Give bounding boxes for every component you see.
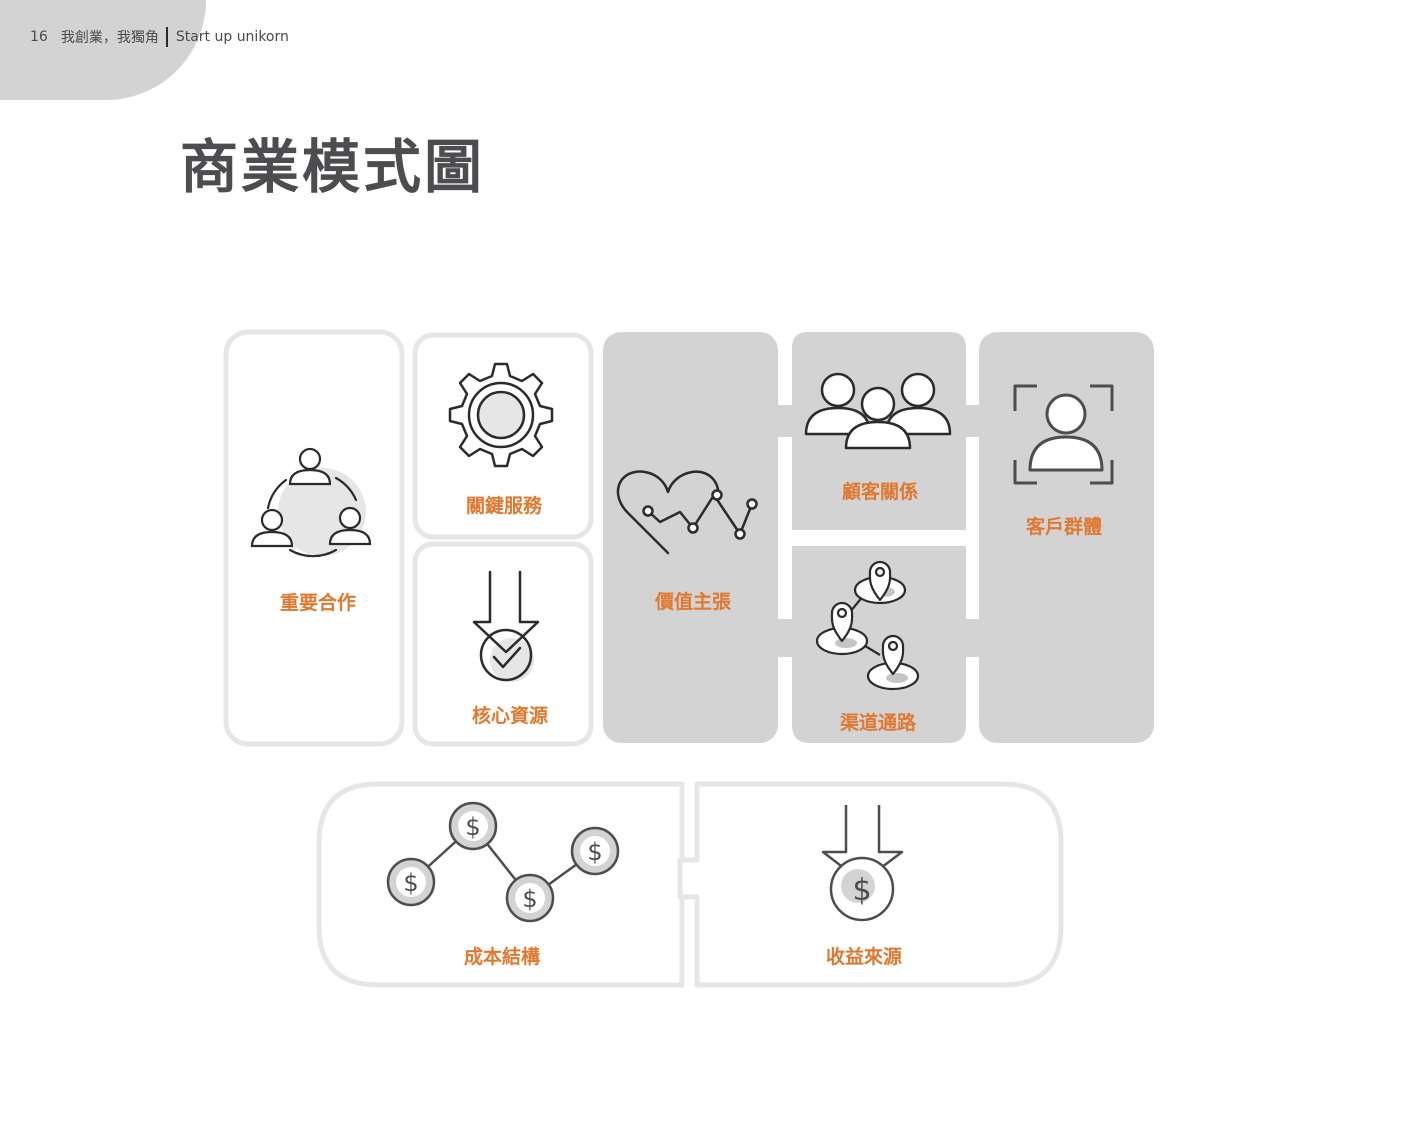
heart-pulse-icon [616, 470, 758, 555]
running-header: 16 我創業，我獨角 Start up unikorn [30, 27, 289, 47]
svg-text:$: $ [403, 869, 418, 897]
book-title: 我創業，我獨角 [60, 30, 159, 46]
cost-dollar-network-icon: $ $ $ $ [386, 801, 620, 923]
header-divider [165, 27, 168, 47]
svg-text:$: $ [852, 873, 871, 908]
partners-network-icon [250, 447, 372, 558]
cost-structure-label: 成本結構 [463, 946, 541, 968]
svg-text:$: $ [522, 885, 537, 913]
channels-label: 渠道通路 [839, 712, 917, 734]
customer-segments-label: 客戶群體 [1025, 516, 1103, 538]
svg-text:$: $ [587, 838, 602, 866]
customer-group-icon [804, 372, 952, 450]
svg-text:$: $ [465, 813, 480, 841]
key-activities-label: 關鍵服務 [465, 495, 543, 517]
resource-check-icon [472, 570, 540, 682]
key-partners-label: 重要合作 [279, 592, 357, 614]
revenue-dollar-icon: $ [821, 805, 904, 922]
page-title: 商業模式圖 [180, 133, 486, 201]
location-pins-icon [815, 560, 920, 691]
customer-segments-cell [979, 332, 1154, 743]
channels-cell [792, 546, 966, 743]
revenue-streams-label: 收益來源 [825, 946, 903, 968]
value-propositions-label: 價值主張 [654, 591, 732, 613]
customer-relationships-label: 顧客關係 [841, 481, 919, 503]
book-subtitle: Start up unikorn [175, 29, 289, 45]
key-resources-label: 核心資源 [471, 705, 549, 727]
value-propositions-cell [603, 332, 778, 743]
page-number: 16 [30, 29, 48, 45]
gear-icon [448, 362, 554, 468]
customer-focus-icon [1013, 384, 1114, 485]
